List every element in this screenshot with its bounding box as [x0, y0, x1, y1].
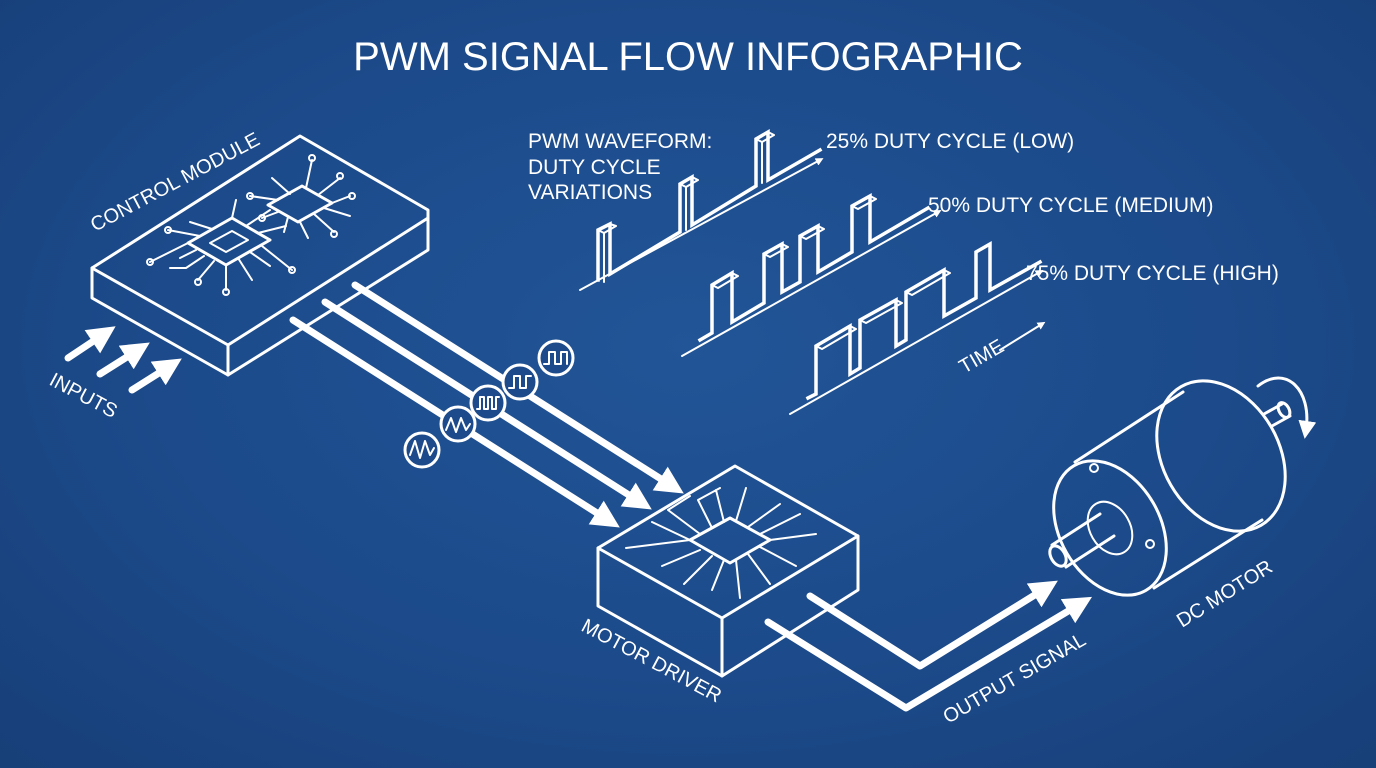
motor-driver-label: MOTOR DRIVER	[578, 615, 725, 707]
sine-wave-icon	[403, 431, 441, 469]
dc-motor: DC MOTOR	[1048, 376, 1317, 632]
waveform-row-label-75: 75% DUTY CYCLE (HIGH)	[1026, 262, 1279, 285]
waveform-heading-line-3: VARIATIONS	[528, 181, 652, 204]
rotation-arrow-icon	[1256, 376, 1317, 439]
chip-icon	[146, 199, 296, 296]
waveform-row-50: 50% DUTY CYCLE (MEDIUM)	[681, 193, 1214, 357]
waveform-row-75: 75% DUTY CYCLE (HIGH)	[789, 240, 1279, 415]
waveform-heading-line-1: PWM WAVEFORM:	[528, 130, 712, 153]
chip-icon	[625, 487, 817, 599]
square-wave-icon	[469, 384, 507, 422]
waveform-heading-line-2: DUTY CYCLE	[528, 156, 661, 179]
chip-icon	[246, 154, 356, 239]
square-wave-icon	[537, 339, 575, 377]
time-axis: TIME	[956, 321, 1046, 378]
time-label: TIME	[956, 335, 1008, 378]
sine-wave-icon	[439, 405, 477, 443]
pwm-signal-lines	[289, 281, 684, 528]
inputs-arrows: INPUTS	[46, 326, 182, 423]
waveform-row-label-50: 50% DUTY CYCLE (MEDIUM)	[928, 194, 1214, 217]
square-wave-icon	[501, 363, 539, 401]
page-title: PWM SIGNAL FLOW INFOGRAPHIC	[353, 35, 1023, 79]
output-signal-arrows: OUTPUT SIGNAL	[764, 580, 1093, 728]
pwm-waveform-section: PWM WAVEFORM: DUTY CYCLE VARIATIONS 25% …	[528, 128, 1279, 415]
waveform-row-label-25: 25% DUTY CYCLE (LOW)	[826, 130, 1074, 153]
motor-driver: MOTOR DRIVER	[578, 464, 860, 707]
waveform-row-25: 25% DUTY CYCLE (LOW)	[579, 128, 1074, 291]
inputs-label: INPUTS	[46, 369, 121, 423]
